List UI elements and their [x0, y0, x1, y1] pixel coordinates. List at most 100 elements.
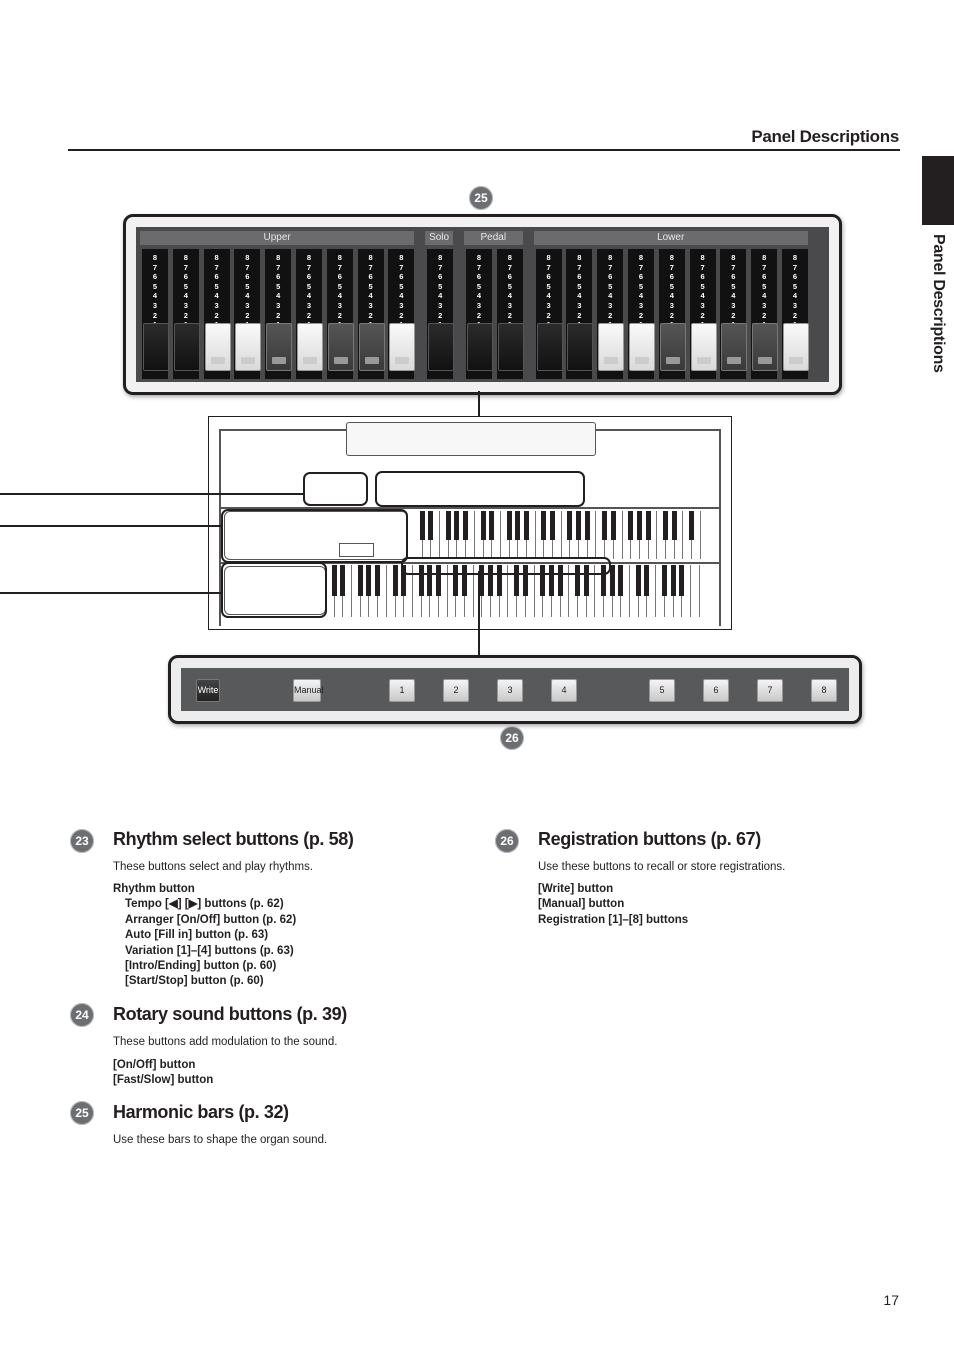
harmonic-bar[interactable]: 87654321 — [689, 249, 717, 379]
harmonic-bar[interactable]: 87654321 — [203, 249, 231, 379]
white-key — [631, 511, 642, 559]
harmonic-bar[interactable]: 87654321 — [172, 249, 200, 379]
harmonic-bar[interactable]: 87654321 — [782, 249, 809, 379]
white-key — [414, 511, 425, 559]
black-key — [418, 565, 424, 597]
harmonic-section-label-pedal: Pedal — [464, 231, 523, 245]
white-key — [657, 511, 668, 559]
registration-button-5[interactable]: 5 — [649, 679, 675, 702]
harmonic-bar[interactable]: 87654321 — [535, 249, 563, 379]
organ-left-edge — [219, 429, 221, 626]
black-key — [401, 565, 407, 597]
registration-panel: Write Manual 1 2 3 4 5 6 7 8 — [168, 655, 862, 724]
callout-box-harmonic — [375, 471, 585, 507]
harmonic-bar[interactable]: 87654321 — [326, 249, 354, 379]
white-key — [440, 511, 451, 559]
harmonic-bar-knob[interactable] — [536, 323, 563, 371]
section-text-26: Use these buttons to recall or store reg… — [538, 861, 786, 873]
harmonic-bar-knob[interactable] — [389, 323, 416, 371]
harmonic-bar-knob[interactable] — [467, 323, 493, 371]
harmonic-bar-knob[interactable] — [598, 323, 625, 371]
black-key — [584, 511, 590, 540]
list-item: [Intro/Ending] button (p. 60) — [125, 960, 277, 973]
harmonic-bar-knob[interactable] — [428, 323, 455, 371]
registration-button-manual[interactable]: Manual — [293, 679, 324, 702]
list-item: [Write] button — [538, 883, 614, 895]
white-key — [412, 565, 424, 617]
harmonic-bar[interactable]: 87654321 — [720, 249, 748, 379]
harmonic-bar-scale: 87654321 — [669, 253, 674, 329]
harmonic-bar-knob[interactable] — [659, 323, 686, 371]
black-key — [506, 511, 512, 540]
white-key — [526, 511, 536, 559]
harmonic-bar[interactable]: 87654321 — [265, 249, 293, 379]
white-key — [404, 565, 413, 617]
registration-button-7[interactable]: 7 — [757, 679, 783, 702]
harmonic-bar-knob[interactable] — [297, 323, 323, 371]
harmonic-bar[interactable]: 87654321 — [388, 249, 416, 379]
black-key — [435, 565, 441, 597]
harmonic-bar-knob[interactable] — [327, 323, 354, 371]
harmonic-bar-knob[interactable] — [358, 323, 385, 371]
list-item: [Manual] button — [538, 898, 625, 911]
harmonic-bar[interactable]: 87654321 — [751, 249, 779, 379]
callout-badge-25: 25 — [469, 186, 493, 210]
section-badge-25: 25 — [70, 1101, 94, 1125]
black-key — [514, 565, 520, 597]
harmonic-bar[interactable]: 87654321 — [496, 249, 524, 379]
registration-button-8[interactable]: 8 — [811, 679, 837, 702]
panel-divider-lower — [219, 562, 721, 564]
harmonic-bar[interactable]: 87654321 — [628, 249, 655, 379]
organ-outline-diagram — [208, 416, 732, 630]
white-key — [648, 511, 658, 559]
white-key — [447, 565, 459, 617]
harmonic-bar[interactable]: 87654321 — [597, 249, 625, 379]
knob-grip — [303, 357, 317, 364]
harmonic-bar-knob[interactable] — [752, 323, 779, 371]
knob-grip — [789, 357, 803, 364]
black-key — [576, 511, 582, 540]
harmonic-bar[interactable]: 87654321 — [427, 249, 455, 379]
harmonic-bar-knob[interactable] — [629, 323, 655, 371]
harmonic-bar-knob[interactable] — [204, 323, 231, 371]
black-key — [636, 511, 642, 540]
section-badge-24: 24 — [70, 1003, 94, 1027]
registration-button-2[interactable]: 2 — [443, 679, 469, 702]
registration-panel-inner: Write Manual 1 2 3 4 5 6 7 8 — [181, 668, 849, 711]
harmonic-bar[interactable]: 87654321 — [296, 249, 323, 379]
harmonic-bar-knob[interactable] — [690, 323, 717, 371]
white-key — [518, 511, 529, 559]
registration-button-3[interactable]: 3 — [497, 679, 523, 702]
organ-display — [339, 543, 374, 557]
white-key — [674, 511, 684, 559]
registration-button-4[interactable]: 4 — [551, 679, 577, 702]
white-key — [683, 511, 694, 559]
white-key — [517, 565, 528, 617]
harmonic-bar[interactable]: 87654321 — [466, 249, 493, 379]
harmonic-bar[interactable]: 87654321 — [142, 249, 169, 379]
section-title-23: Rhythm select buttons (p. 58) — [113, 829, 354, 849]
harmonic-bar-knob[interactable] — [266, 323, 293, 371]
black-key — [454, 511, 460, 540]
music-rest — [346, 422, 596, 456]
knob-grip — [665, 357, 680, 364]
harmonic-bar-knob[interactable] — [721, 323, 748, 371]
harmonic-bar-knob[interactable] — [143, 323, 169, 371]
harmonic-bar-scale: 87654321 — [152, 253, 158, 329]
white-key — [613, 511, 623, 559]
black-key — [602, 511, 608, 540]
harmonic-bar-knob[interactable] — [235, 323, 262, 371]
white-key — [508, 565, 520, 617]
harmonic-bar[interactable]: 87654321 — [658, 249, 686, 379]
harmonic-bar[interactable]: 87654321 — [357, 249, 385, 379]
harmonic-bar[interactable]: 87654321 — [566, 249, 594, 379]
registration-button-write[interactable]: Write — [196, 679, 220, 702]
harmonic-bar-knob[interactable] — [567, 323, 594, 371]
registration-button-1[interactable]: 1 — [389, 679, 415, 702]
harmonic-bar-knob[interactable] — [173, 323, 200, 371]
harmonic-bars-panel: Upper87654321876543218765432187654321876… — [123, 214, 842, 395]
registration-button-6[interactable]: 6 — [703, 679, 729, 702]
harmonic-bar-knob[interactable] — [783, 323, 809, 371]
harmonic-bar-knob[interactable] — [497, 323, 524, 371]
harmonic-bar[interactable]: 87654321 — [234, 249, 262, 379]
